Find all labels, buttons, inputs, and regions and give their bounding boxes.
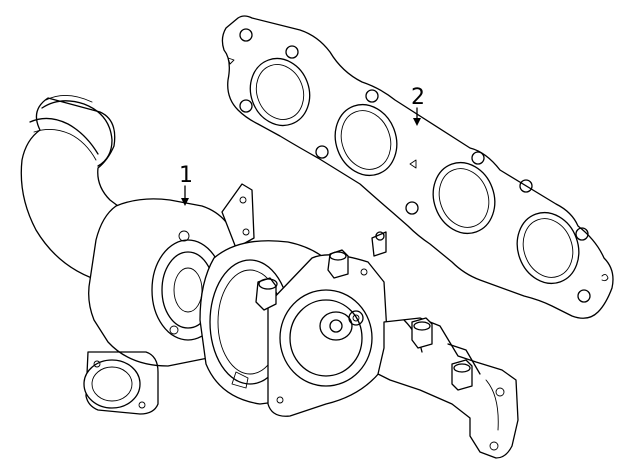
turbocharger[interactable]: [20, 95, 519, 459]
heat-shield-bracket: [221, 183, 255, 249]
gasket-bolt-holes: [227, 28, 609, 303]
callout-1-label: 1: [179, 163, 193, 188]
gasket-port-1: [249, 57, 311, 127]
exhaust-gasket[interactable]: [221, 15, 614, 319]
gasket-port-3: [432, 161, 496, 235]
gasket-outline: [221, 15, 614, 319]
exhaust-inlet-manifold: [377, 317, 519, 459]
callout-1-arrowhead: [181, 198, 189, 206]
callout-2-arrowhead: [413, 118, 421, 126]
callout-1: 1: [179, 163, 193, 206]
gasket-port-4: [516, 211, 580, 285]
intake-elbow-pipe: [20, 95, 119, 283]
callout-2-label: 2: [411, 85, 425, 110]
turbine-outlet-flange: [255, 231, 389, 417]
gasket-port-2: [334, 103, 398, 177]
callout-2: 2: [411, 85, 425, 126]
